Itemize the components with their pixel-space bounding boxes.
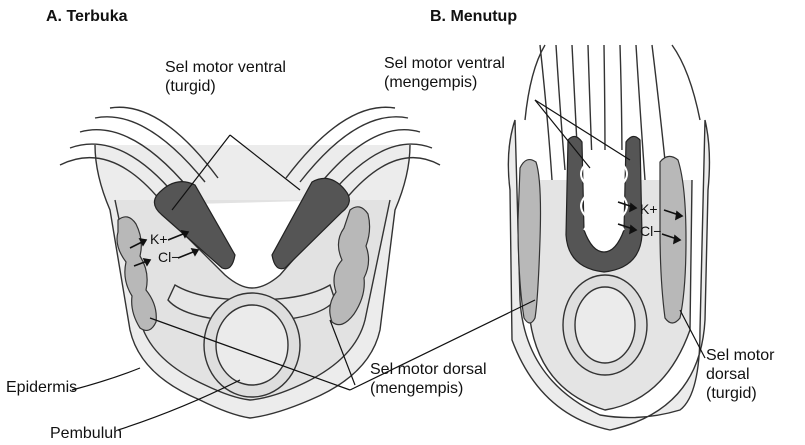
panel-b-dorsal-cell-left [518, 160, 541, 323]
panel-a-ion-k: K+ [150, 230, 168, 249]
panel-a-ventral-label: Sel motor ventral (turgid) [165, 58, 286, 96]
panel-a-ion-cl: Cl− [158, 248, 179, 267]
panel-b-dorsal-cell-right [660, 156, 686, 323]
panel-a-dorsal-label: Sel motor dorsal (mengempis) [370, 360, 487, 398]
panel-b-dorsal-label: Sel motor dorsal (turgid) [706, 346, 774, 403]
panel-b-vessel-inner [575, 287, 635, 363]
panel-b-ion-k: K+ [640, 200, 658, 219]
panel-b-ion-cl: Cl− [640, 222, 661, 241]
vessel-label: Pembuluh [50, 424, 122, 443]
panel-b-ventral-leader-left [535, 100, 590, 168]
panel-b-ventral-label: Sel motor ventral (mengempis) [384, 54, 505, 92]
panel-a-epidermis-leader [72, 368, 140, 390]
epidermis-label: Epidermis [6, 378, 77, 397]
panel-a-vessel-inner [216, 305, 288, 385]
